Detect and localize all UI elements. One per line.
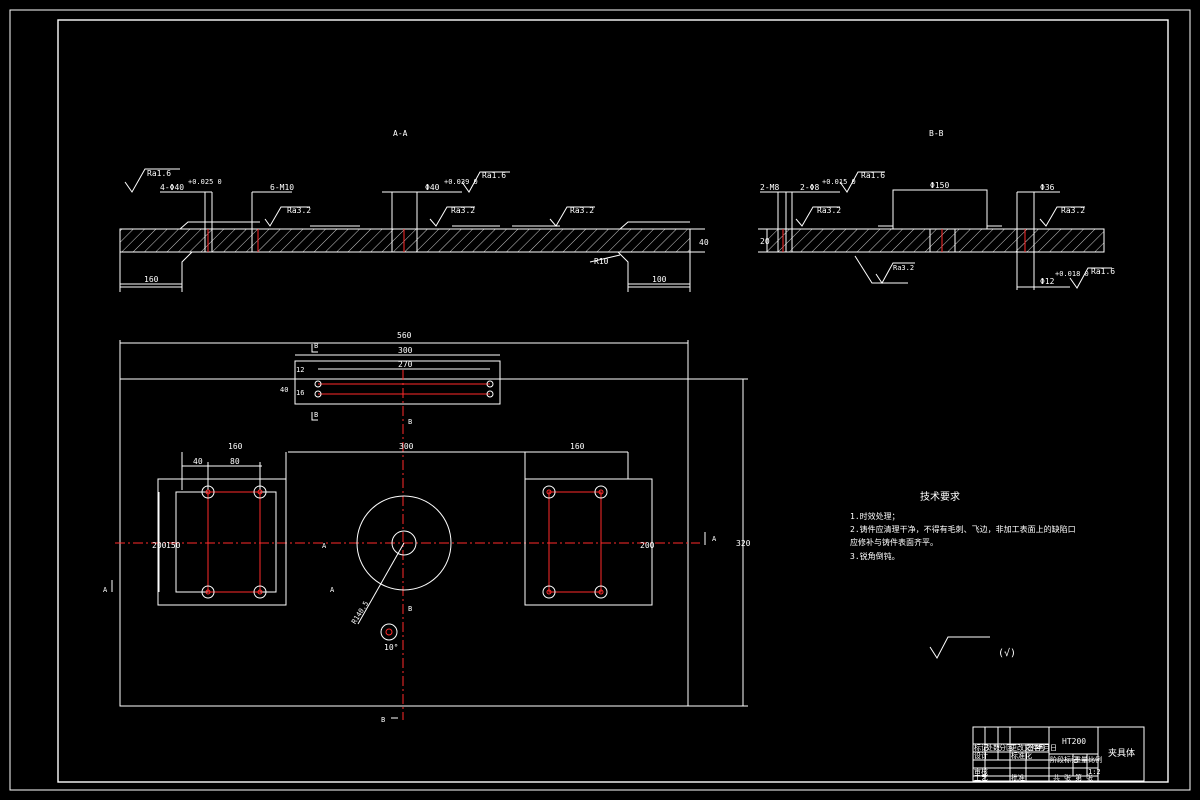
- plan-right-block-width: 160: [570, 442, 585, 451]
- title-sheet-4: 张: [1086, 773, 1093, 782]
- aa-hole-center: Φ40: [425, 183, 440, 192]
- bb-height: 20: [760, 237, 770, 246]
- bb-rough-bottom-right: Ra1.6: [1091, 267, 1115, 276]
- plan-left-block-height: 200: [152, 541, 167, 550]
- aa-hole-mid: 6-M10: [270, 183, 294, 192]
- title-row-label-2: 处数: [986, 743, 1000, 752]
- title-row-label-6: 年月日: [1036, 743, 1057, 752]
- title-review: 审核: [974, 767, 988, 776]
- aa-hole-center-tol: +0.039 0: [444, 178, 478, 186]
- title-approve: 批准: [1011, 773, 1025, 782]
- plan-angled-dim: R140.5: [350, 600, 370, 626]
- bb-dim-right: Φ36: [1040, 183, 1055, 192]
- title-row-label-4: 更改文件号: [1010, 743, 1045, 752]
- section-bb-body: [766, 228, 1105, 253]
- plan-slot-width: 300: [398, 346, 413, 355]
- aa-height: 40: [699, 238, 709, 247]
- bb-rough-top: Ra1.6: [861, 171, 885, 180]
- plan-b-mark-1: B: [314, 342, 318, 350]
- notes-line-2: 2.铸件应清理干净，不得有毛刺、飞边，非加工表面上的缺陷口: [850, 524, 1076, 534]
- plan-b-mark-3: B: [408, 418, 412, 426]
- notes-line-3: 应修补与铸件表面齐平。: [850, 537, 938, 547]
- plan-a-mark-4: A: [712, 535, 717, 543]
- title-sheet-3: 第: [1075, 773, 1082, 782]
- inner-border: [57, 19, 1169, 783]
- plan-a-mark-1: A: [103, 586, 108, 594]
- bb-hole-left2-tol: +0.015 0: [822, 178, 856, 186]
- title-ratio: 比例: [1088, 755, 1102, 764]
- plan-overall-width: 560: [397, 331, 412, 340]
- plan-right-block-height: 200: [640, 541, 655, 550]
- plan-slot-height: 40: [280, 386, 288, 394]
- title-material: HT200: [1062, 737, 1086, 746]
- plan-left-hole-pitch-b: 80: [230, 457, 240, 466]
- outer-border: [9, 9, 1191, 791]
- technical-notes: 技术要求 1.时效处理； 2.铸件应清理干净，不得有毛刺、飞边，非加工表面上的缺…: [850, 490, 1076, 561]
- notes-line-4: 3.锐角倒钝。: [850, 551, 900, 561]
- title-sheet-1: 共: [1053, 773, 1060, 782]
- title-weight: 重量: [1074, 756, 1088, 764]
- plan-overall-height: 320: [736, 539, 751, 548]
- plan-a-mark-3: A: [330, 586, 335, 594]
- aa-rough-center2: Ra3.2: [451, 206, 475, 215]
- plan-a-mark-2: A: [322, 542, 327, 550]
- plan-angle: 10°: [384, 643, 398, 652]
- plan-b-mark-4: B: [408, 605, 412, 613]
- aa-rough-center: Ra1.6: [482, 171, 506, 180]
- plan-left-hole-height: 150: [166, 541, 181, 550]
- plan-left-hole-pitch-a: 40: [193, 457, 203, 466]
- bb-hole-left2: 2-Φ8: [800, 183, 819, 192]
- bb-dim-center: Φ150: [930, 181, 949, 190]
- roughness-other-text: (√): [998, 647, 1016, 659]
- plan-slot-block: [294, 360, 501, 405]
- plan-left-block: [157, 478, 287, 606]
- plan-left-block-width: 160: [228, 442, 243, 451]
- title-sheet-2: 张: [1064, 773, 1071, 782]
- aa-rough-left: Ra1.6: [147, 169, 171, 178]
- bb-rough-left: Ra3.2: [817, 206, 841, 215]
- title-row-label-1: 标记: [974, 743, 988, 752]
- section-bb-view: B-B 2-M8 2-Φ8 +0.015 0 Ra1.6 Φ150 Ra3.2 …: [758, 129, 1115, 290]
- bb-bottom-hole: Φ12: [1040, 277, 1055, 286]
- title-process: 工艺: [974, 774, 988, 782]
- bb-rough-bottom: Ra3.2: [893, 264, 914, 272]
- plan-center-dim: 300: [399, 442, 414, 451]
- section-aa-view: A-A Ra1.6 4-Φ40 +0.025 0 6: [119, 129, 709, 292]
- title-design: 设计: [974, 751, 988, 760]
- title-row-label-5: 签名: [1027, 743, 1041, 752]
- bb-rough-right: Ra3.2: [1061, 206, 1085, 215]
- plan-slot-h1: 12: [296, 366, 304, 374]
- title-block: HT200 夹具体 标记 处数 分区 更改文件号 签名 年月日 设计 标准化 审…: [972, 726, 1145, 782]
- notes-title: 技术要求: [920, 490, 960, 503]
- plan-b-mark-2: B: [314, 411, 318, 419]
- title-standard: 标准化: [1011, 751, 1032, 760]
- section-b-label: B-B: [929, 129, 944, 138]
- bb-bottom-hole-tol: +0.018 0: [1055, 270, 1089, 278]
- plan-b-mark-5: B: [381, 716, 385, 724]
- plan-view: 560 320 300 270 12 16 40 B B 300 B B B: [103, 331, 751, 724]
- title-part-name: 夹具体: [1108, 747, 1135, 759]
- plan-slot-inner: 270: [398, 360, 413, 369]
- plan-slot-h2: 16: [296, 389, 304, 397]
- roughness-other-symbol: (√): [929, 636, 1016, 659]
- plan-central-boss: [356, 495, 452, 591]
- section-a-label: A-A: [393, 129, 408, 138]
- aa-hole-left: 4-Φ40: [160, 183, 184, 192]
- bb-hole-left: 2-M8: [760, 183, 779, 192]
- aa-radius: R10: [594, 257, 609, 266]
- aa-dim-left: 160: [144, 275, 159, 284]
- title-stage: 阶段标记: [1050, 755, 1078, 764]
- aa-rough-right: Ra3.2: [570, 206, 594, 215]
- title-row-label-3: 分区: [999, 743, 1013, 752]
- title-scale: 1:2: [1088, 768, 1101, 776]
- notes-line-1: 1.时效处理；: [850, 511, 900, 521]
- aa-dim-right: 100: [652, 275, 667, 284]
- aa-hole-left-tol: +0.025 0: [188, 178, 222, 186]
- plan-right-block: [524, 478, 653, 606]
- aa-rough-mid: Ra3.2: [287, 206, 311, 215]
